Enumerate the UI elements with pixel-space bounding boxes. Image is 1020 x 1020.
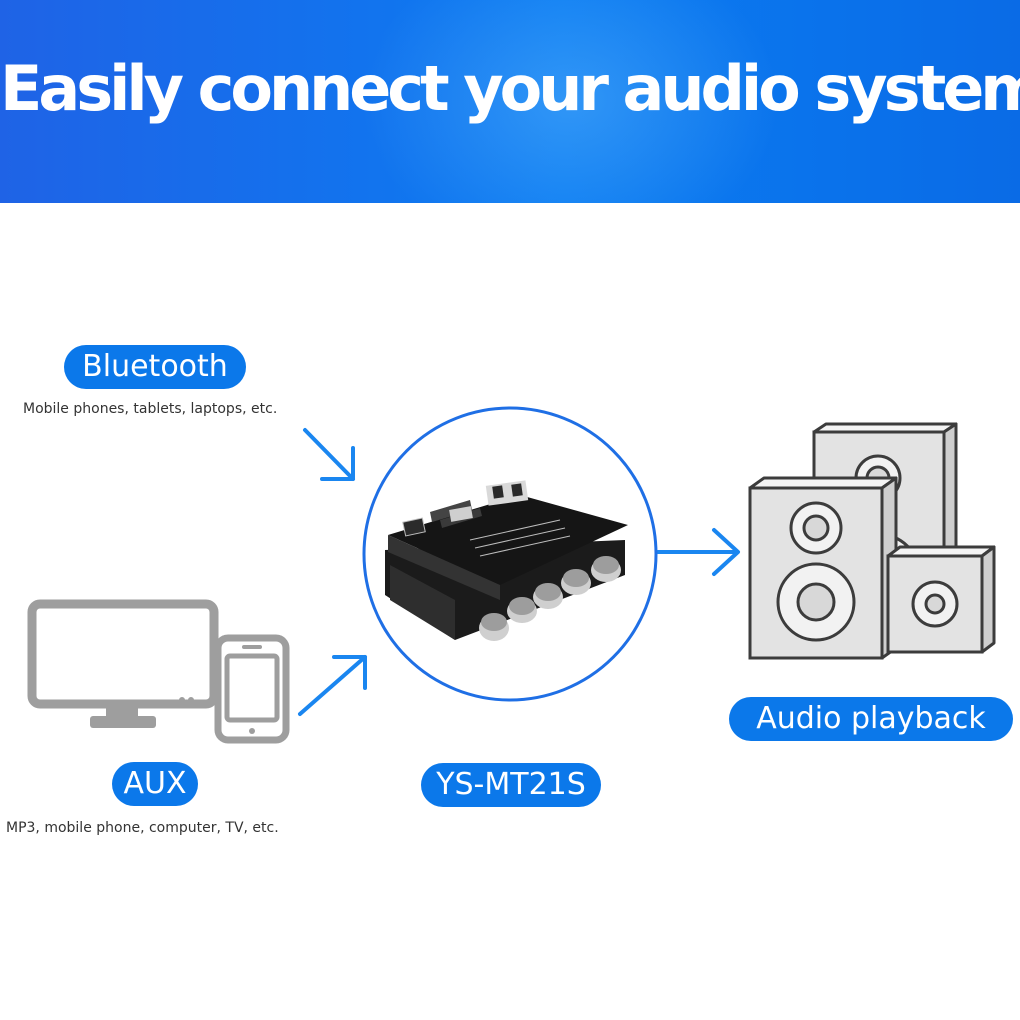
output-arrow-icon	[656, 528, 740, 576]
bluetooth-caption: Mobile phones, tablets, laptops, etc.	[23, 401, 278, 417]
amplifier-board-icon	[362, 406, 658, 702]
phone-icon	[214, 634, 290, 744]
audio-playback-label: Audio playback	[729, 697, 1013, 741]
banner-title: Easily connect your audio system	[0, 52, 1020, 125]
device-model-label: YS-MT21S	[421, 763, 601, 807]
speakers-icon	[748, 422, 996, 660]
aux-arrow-icon	[298, 655, 367, 716]
header-banner: Easily connect your audio system	[0, 0, 1020, 203]
aux-caption: MP3, mobile phone, computer, TV, etc.	[6, 820, 279, 836]
board-knobs	[479, 556, 621, 641]
banner-glow	[360, 0, 780, 203]
aux-label: AUX	[112, 762, 198, 806]
bluetooth-label: Bluetooth	[64, 345, 246, 389]
bluetooth-arrow-icon	[303, 428, 355, 481]
monitor-icon	[27, 599, 219, 728]
